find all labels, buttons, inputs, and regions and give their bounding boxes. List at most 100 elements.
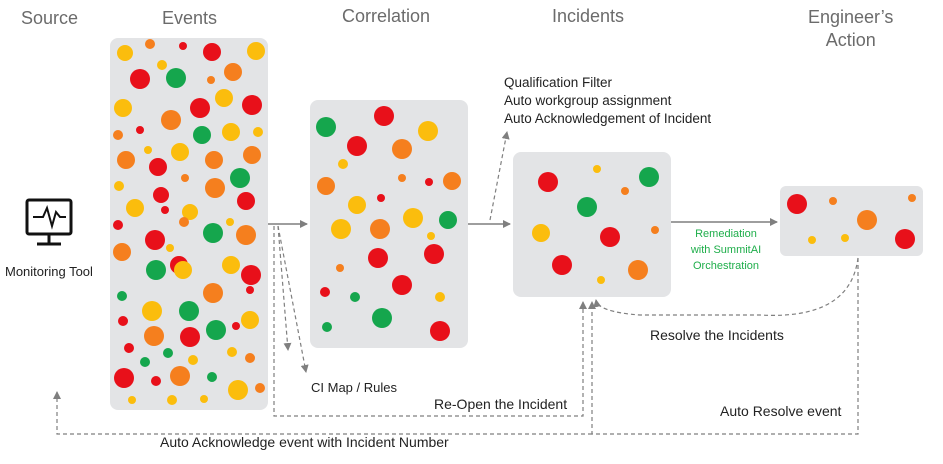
- event-dot: [203, 43, 221, 61]
- event-dot: [424, 244, 444, 264]
- event-dot: [247, 42, 265, 60]
- event-dot: [140, 357, 150, 367]
- event-dot: [193, 126, 211, 144]
- event-dot: [227, 347, 237, 357]
- event-dot: [370, 219, 390, 239]
- event-dot: [621, 187, 629, 195]
- event-dot: [435, 292, 445, 302]
- event-dot: [114, 368, 134, 388]
- event-dot: [205, 178, 225, 198]
- event-dot: [350, 292, 360, 302]
- event-dot: [236, 225, 256, 245]
- event-dot: [230, 168, 250, 188]
- header-correlation: Correlation: [342, 6, 431, 26]
- header-engineer-action-line1: Engineer’s: [808, 7, 894, 27]
- event-dot: [166, 244, 174, 252]
- event-dot: [188, 355, 198, 365]
- event-dot: [331, 219, 351, 239]
- event-dot: [552, 255, 572, 275]
- event-dot: [787, 194, 807, 214]
- event-dot: [118, 316, 128, 326]
- event-dot: [146, 260, 166, 280]
- event-dot: [161, 110, 181, 130]
- correlation-panel: [310, 100, 468, 348]
- event-dot: [532, 224, 550, 242]
- event-dot: [207, 76, 215, 84]
- event-dot: [829, 197, 837, 205]
- auto-ack-label: Auto Acknowledge event with Incident Num…: [160, 434, 449, 450]
- remediation-label: Remediation with SummitAI Orchestration: [676, 226, 776, 274]
- event-dot: [651, 226, 659, 234]
- event-dot: [228, 380, 248, 400]
- event-dot: [170, 366, 190, 386]
- event-dots: [113, 39, 916, 405]
- event-dot: [114, 181, 124, 191]
- engineer-action-panel: [780, 186, 923, 256]
- event-dot: [316, 117, 336, 137]
- header-incidents: Incidents: [552, 6, 625, 26]
- event-dot: [179, 42, 187, 50]
- event-dot: [377, 194, 385, 202]
- event-dot: [167, 395, 177, 405]
- reopen-label: Re-Open the Incident: [434, 396, 568, 412]
- event-dot: [190, 98, 210, 118]
- event-dot: [597, 276, 605, 284]
- event-dot: [374, 106, 394, 126]
- event-dot: [243, 146, 261, 164]
- event-dot: [857, 210, 877, 230]
- event-dot: [181, 174, 189, 182]
- event-dot: [241, 311, 259, 329]
- event-dot: [439, 211, 457, 229]
- event-dot: [222, 123, 240, 141]
- event-dot: [427, 232, 435, 240]
- event-dot: [179, 301, 199, 321]
- event-dot: [430, 321, 450, 341]
- event-dot: [372, 308, 392, 328]
- event-dot: [174, 261, 192, 279]
- event-dot: [347, 136, 367, 156]
- event-dot: [322, 322, 332, 332]
- event-dot: [161, 206, 169, 214]
- event-dot: [144, 146, 152, 154]
- event-dot: [205, 151, 223, 169]
- event-dot: [232, 322, 240, 330]
- remediation-line1: Remediation: [695, 228, 757, 240]
- event-dot: [320, 287, 330, 297]
- monitoring-tool-label: Monitoring Tool: [5, 264, 93, 279]
- event-dot: [136, 126, 144, 134]
- event-dot: [368, 248, 388, 268]
- event-dot: [538, 172, 558, 192]
- event-dot: [895, 229, 915, 249]
- event-dot: [392, 139, 412, 159]
- event-dot: [149, 158, 167, 176]
- event-dot: [253, 127, 263, 137]
- event-dot: [113, 220, 123, 230]
- ci-map-label: CI Map / Rules: [311, 380, 397, 395]
- event-dot: [222, 256, 240, 274]
- header-events: Events: [162, 8, 218, 28]
- resolve-label: Resolve the Incidents: [650, 327, 784, 343]
- event-dot: [180, 327, 200, 347]
- dashed-connectors: [53, 131, 859, 435]
- event-dot: [224, 63, 242, 81]
- event-dot: [144, 326, 164, 346]
- event-dot: [113, 130, 123, 140]
- event-dot: [841, 234, 849, 242]
- event-dot: [203, 223, 223, 243]
- event-dot: [128, 396, 136, 404]
- header-engineer-action-line2: Action: [825, 30, 876, 50]
- event-dot: [206, 320, 226, 340]
- remediation-line3: Orchestration: [692, 260, 760, 272]
- flow-arrows: [268, 218, 778, 228]
- event-dot: [317, 177, 335, 195]
- event-dot: [117, 291, 127, 301]
- event-dot: [145, 39, 155, 49]
- event-dot: [398, 174, 406, 182]
- header-source: Source: [21, 8, 79, 28]
- event-dot: [418, 121, 438, 141]
- event-dot: [145, 230, 165, 250]
- event-dot: [114, 99, 132, 117]
- incident-notes: Qualification Filter Auto workgroup assi…: [504, 74, 711, 128]
